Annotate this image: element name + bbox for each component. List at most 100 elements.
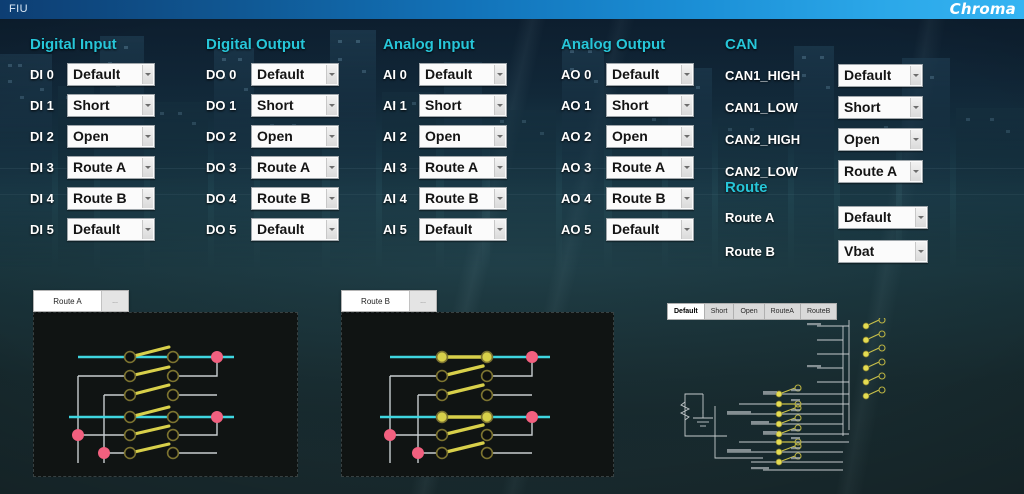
row-label-di-2: DI 2 xyxy=(30,129,54,144)
dropdown-value-do-4: Route B xyxy=(257,190,311,206)
column-digital-input: Digital Input DI 0 Default DI 1 Short DI… xyxy=(30,36,155,248)
dropdown-ao-2[interactable]: Open xyxy=(606,125,694,148)
config-row-ao-0: AO 0 Default xyxy=(561,62,694,87)
dropdown-ao-0[interactable]: Default xyxy=(606,63,694,86)
tab-route-b[interactable]: RouteB xyxy=(800,304,837,319)
tab-open[interactable]: Open xyxy=(734,304,765,319)
dropdown-value-ai-2: Open xyxy=(425,128,461,144)
dropdown-ao-1[interactable]: Short xyxy=(606,94,694,117)
dropdown-di-1[interactable]: Short xyxy=(67,94,155,117)
chevron-down-icon[interactable] xyxy=(915,208,926,227)
chevron-down-icon[interactable] xyxy=(910,97,921,117)
window-title: FIU xyxy=(9,3,28,15)
tab-short[interactable]: Short xyxy=(704,304,735,319)
dropdown-route-a[interactable]: Default xyxy=(838,206,928,229)
dropdown-di-0[interactable]: Default xyxy=(67,63,155,86)
dropdown-value-di-4: Route B xyxy=(73,190,127,206)
chevron-down-icon[interactable] xyxy=(326,189,337,208)
dropdown-value-di-2: Open xyxy=(73,128,109,144)
config-row-ai-0: AI 0 Default xyxy=(383,62,507,87)
row-label-ao-5: AO 5 xyxy=(561,222,592,237)
fiu-schematic-graphic xyxy=(679,318,886,471)
dropdown-can2-low[interactable]: Route A xyxy=(838,159,923,183)
chevron-down-icon[interactable] xyxy=(681,158,692,177)
chevron-down-icon[interactable] xyxy=(494,127,505,146)
row-label-can2-high: CAN2_HIGH xyxy=(725,131,801,147)
chevron-down-icon[interactable] xyxy=(326,158,337,177)
dropdown-ai-4[interactable]: Route B xyxy=(419,187,507,210)
dropdown-do-3[interactable]: Route A xyxy=(251,156,339,179)
dropdown-do-0[interactable]: Default xyxy=(251,63,339,86)
chevron-down-icon[interactable] xyxy=(681,65,692,84)
chevron-down-icon[interactable] xyxy=(142,127,153,146)
chevron-down-icon[interactable] xyxy=(326,96,337,115)
chevron-down-icon[interactable] xyxy=(142,96,153,115)
chevron-down-icon[interactable] xyxy=(910,161,921,181)
config-row-do-4: DO 4 Route B xyxy=(206,186,339,211)
column-title-analog-output: Analog Output xyxy=(561,36,666,53)
row-label-ao-3: AO 3 xyxy=(561,160,592,175)
dropdown-ai-2[interactable]: Open xyxy=(419,125,507,148)
chevron-down-icon[interactable] xyxy=(681,220,692,239)
chevron-down-icon[interactable] xyxy=(494,158,505,177)
row-label-ai-4: AI 4 xyxy=(383,191,407,206)
dropdown-can1-high[interactable]: Default xyxy=(838,63,923,87)
row-label-route-b: Route B xyxy=(725,244,775,259)
chevron-down-icon[interactable] xyxy=(142,158,153,177)
dropdown-ao-3[interactable]: Route A xyxy=(606,156,694,179)
dropdown-do-5[interactable]: Default xyxy=(251,218,339,241)
dropdown-di-4[interactable]: Route B xyxy=(67,187,155,210)
dropdown-di-2[interactable]: Open xyxy=(67,125,155,148)
chevron-down-icon[interactable] xyxy=(681,189,692,208)
dropdown-do-2[interactable]: Open xyxy=(251,125,339,148)
chevron-down-icon[interactable] xyxy=(494,189,505,208)
chevron-down-icon[interactable] xyxy=(142,220,153,239)
chevron-down-icon[interactable] xyxy=(326,127,337,146)
dropdown-ai-3[interactable]: Route A xyxy=(419,156,507,179)
chevron-down-icon[interactable] xyxy=(326,220,337,239)
column-title-route: Route xyxy=(725,179,768,196)
config-row-do-3: DO 3 Route A xyxy=(206,155,339,180)
chevron-down-icon[interactable] xyxy=(326,65,337,84)
route-a-panel-browse-button[interactable]: ... xyxy=(101,291,128,311)
dropdown-do-4[interactable]: Route B xyxy=(251,187,339,210)
chevron-down-icon[interactable] xyxy=(494,65,505,84)
dropdown-ao-4[interactable]: Route B xyxy=(606,187,694,210)
dropdown-do-1[interactable]: Short xyxy=(251,94,339,117)
route-a-panel-selector[interactable]: Route A ... xyxy=(33,290,129,312)
chevron-down-icon[interactable] xyxy=(910,129,921,149)
dropdown-can1-low[interactable]: Short xyxy=(838,95,923,119)
chevron-down-icon[interactable] xyxy=(910,65,921,85)
route-b-panel-browse-button[interactable]: ... xyxy=(409,291,436,311)
route-b-panel-selector[interactable]: Route B ... xyxy=(341,290,437,312)
dropdown-ai-5[interactable]: Default xyxy=(419,218,507,241)
column-analog-output: Analog Output AO 0 Default AO 1 Short AO… xyxy=(561,36,694,248)
column-analog-input: Analog Input AI 0 Default AI 1 Short AI … xyxy=(383,36,507,248)
chevron-down-icon[interactable] xyxy=(494,96,505,115)
chevron-down-icon[interactable] xyxy=(142,65,153,84)
dropdown-can2-high[interactable]: Open xyxy=(838,127,923,151)
chevron-down-icon[interactable] xyxy=(142,189,153,208)
dropdown-value-ai-4: Route B xyxy=(425,190,479,206)
route-b-relay-schematic xyxy=(380,350,550,463)
dropdown-di-5[interactable]: Default xyxy=(67,218,155,241)
column-digital-output: Digital Output DO 0 Default DO 1 Short D… xyxy=(206,36,339,248)
dropdown-value-do-1: Short xyxy=(257,97,294,113)
dropdown-value-ai-1: Short xyxy=(425,97,462,113)
dropdown-ai-1[interactable]: Short xyxy=(419,94,507,117)
tab-route-a[interactable]: RouteA xyxy=(764,304,801,319)
schematic-tabstrip: Default Short Open RouteA RouteB xyxy=(667,303,838,320)
dropdown-di-3[interactable]: Route A xyxy=(67,156,155,179)
dropdown-ao-5[interactable]: Default xyxy=(606,218,694,241)
chevron-down-icon[interactable] xyxy=(915,242,926,261)
chevron-down-icon[interactable] xyxy=(494,220,505,239)
chevron-down-icon[interactable] xyxy=(681,127,692,146)
row-label-can1-low: CAN1_LOW xyxy=(725,99,798,115)
tab-default[interactable]: Default xyxy=(668,304,705,319)
chevron-down-icon[interactable] xyxy=(681,96,692,115)
route-a-panel-selector-value: Route A xyxy=(53,296,82,306)
dropdown-ai-0[interactable]: Default xyxy=(419,63,507,86)
dropdown-value-can1-low: Short xyxy=(844,98,881,115)
config-row-can1-low: CAN1_LOW Short xyxy=(725,94,923,120)
dropdown-route-b[interactable]: Vbat xyxy=(838,240,928,263)
